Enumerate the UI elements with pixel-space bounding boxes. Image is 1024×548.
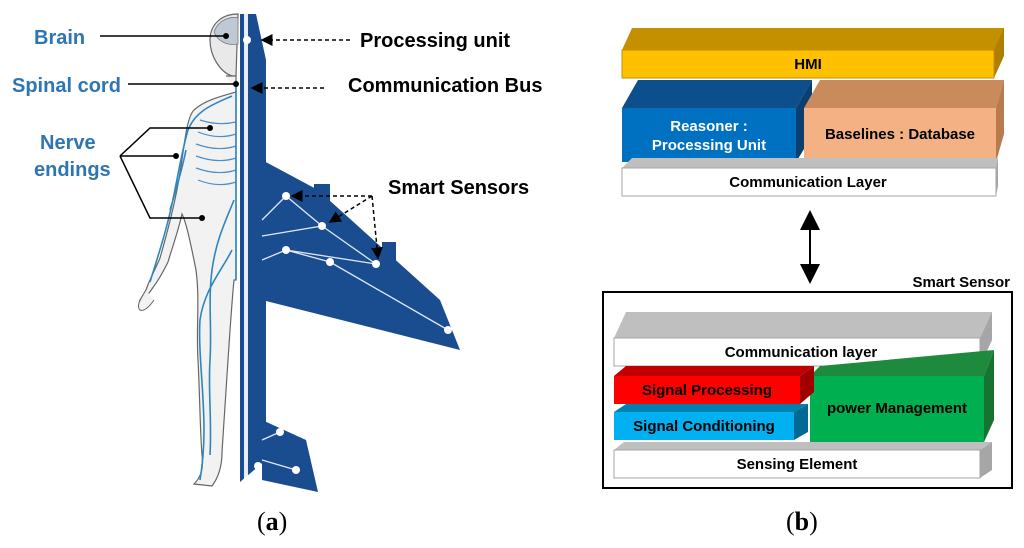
aircraft-leader-lines [250, 34, 383, 260]
sensor-layer-signal-processing-label: Signal Processing [642, 382, 772, 399]
label-communication-bus: Communication Bus [348, 75, 542, 97]
label-smart-sensors: Smart Sensors [388, 177, 529, 199]
aircraft-silhouette [240, 14, 460, 492]
smart-sensor-border [602, 291, 1013, 489]
sensor-layer-sensing-element-label: Sensing Element [737, 456, 858, 473]
panel-a: Brain Spinal cord Nerve endings Processi… [12, 13, 542, 536]
panel-b: HMI Reasoner : Processing Unit Baselines… [602, 28, 1013, 536]
sensor-layer-power-management-label: power Management [827, 400, 967, 417]
system-stack: HMI Reasoner : Processing Unit Baselines… [621, 28, 1004, 197]
sensor-layer-signal-conditioning [614, 412, 794, 440]
sensor-layer-sensing-element [613, 449, 981, 479]
panel-a-caption: (a) [257, 507, 287, 536]
label-spinal-cord: Spinal cord [12, 75, 121, 97]
sensor-layer-communication-label: Communication layer [725, 344, 878, 361]
smart-sensor-box: Smart Sensor Communication layer power M… [602, 274, 1013, 489]
label-nerve-line1: Nerve [40, 132, 96, 154]
layer-reasoner-label-2: Processing Unit [652, 137, 766, 154]
label-nerve-line2: endings [34, 159, 111, 181]
label-processing-unit: Processing unit [360, 30, 510, 52]
layer-baselines-label: Baselines : Database [825, 126, 975, 143]
layer-hmi [621, 49, 995, 79]
label-brain: Brain [34, 27, 85, 49]
layer-reasoner-label-1: Reasoner : [670, 118, 748, 135]
human-figure-illustration [137, 13, 239, 487]
processing-unit-node [243, 36, 251, 44]
sensor-layer-power-management [810, 376, 984, 442]
panel-b-caption: (b) [786, 507, 818, 536]
layer-reasoner [622, 108, 796, 162]
layer-communication-label: Communication Layer [729, 174, 887, 191]
layer-communication [621, 167, 997, 197]
human-leader-lines [100, 35, 236, 219]
sensor-layer-signal-conditioning-label: Signal Conditioning [633, 418, 775, 435]
smart-sensor-title: Smart Sensor [912, 274, 1010, 291]
sensor-layer-signal-processing [614, 376, 800, 404]
layer-hmi-label: HMI [794, 56, 822, 73]
layer-baselines [804, 108, 996, 162]
